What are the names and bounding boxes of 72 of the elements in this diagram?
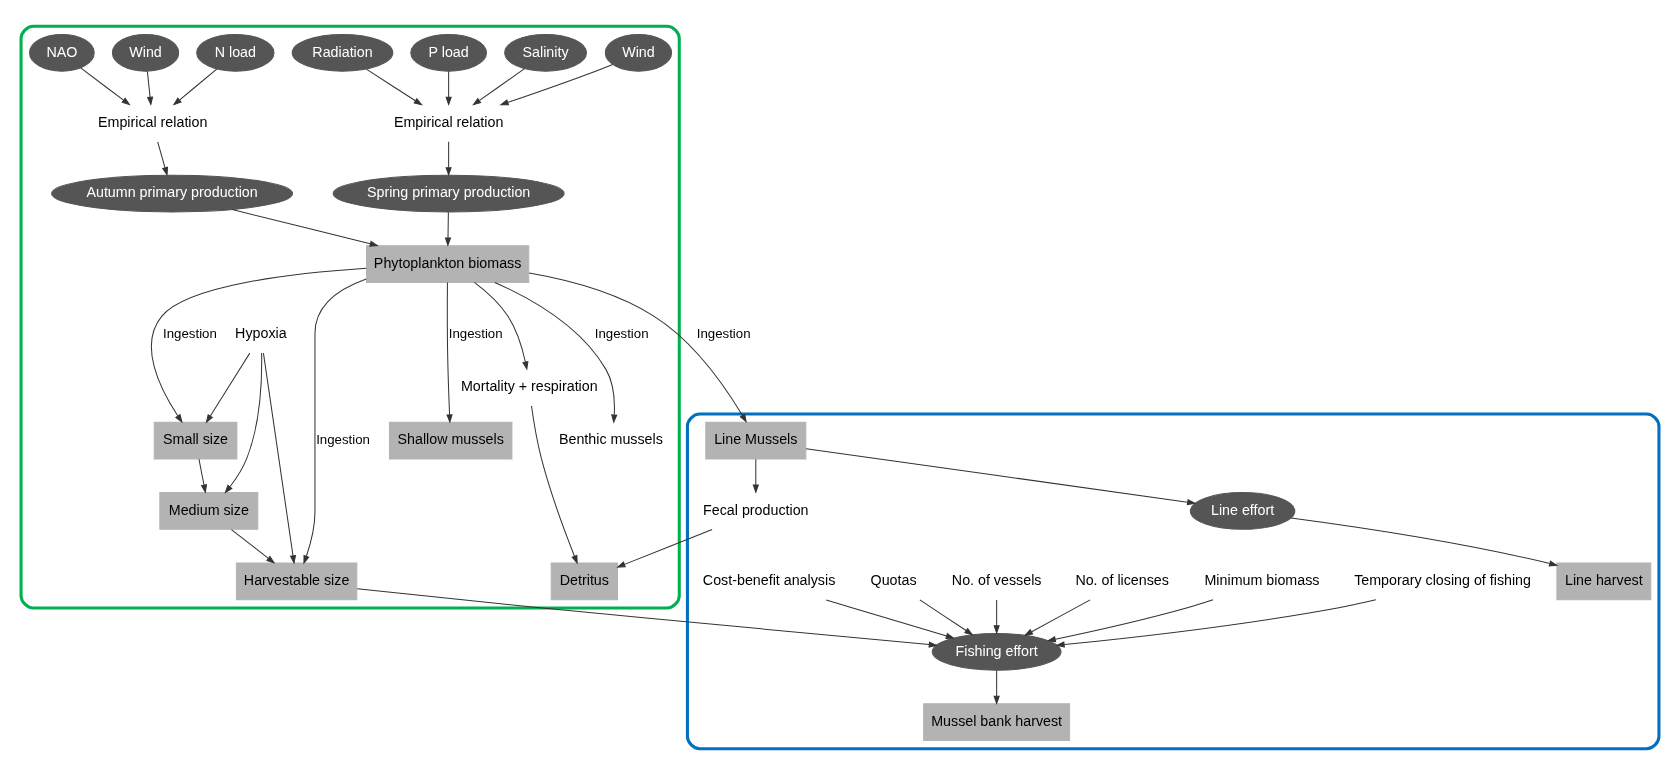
node-text: Cost-benefit analysis [702, 572, 836, 589]
edge-label: Ingestion [163, 325, 217, 341]
arrow [1046, 599, 1214, 643]
node-box: Line Mussels [705, 421, 807, 460]
node-box: Small size [153, 421, 238, 460]
node-box: Line harvest [1556, 562, 1652, 601]
node-text: Minimum biomass [1204, 572, 1320, 589]
arrow [446, 282, 453, 424]
node-ellipse: Autumn primary production [51, 174, 294, 213]
arrow [805, 448, 1197, 506]
arrow [752, 458, 760, 494]
node-text: Mortality + respiration [460, 378, 598, 395]
node-text: Hypoxia [235, 325, 287, 342]
node-text: Empirical relation [97, 113, 208, 130]
node-ellipse: Radiation [291, 33, 394, 72]
arrow [616, 528, 713, 568]
arrow [530, 405, 578, 565]
arrow [303, 278, 367, 565]
arrow [993, 669, 1000, 705]
edge-label: Ingestion [696, 325, 751, 341]
arrow [146, 70, 154, 106]
node-ellipse: NAO [29, 33, 95, 72]
arrow [993, 599, 1000, 635]
node-text: Quotas [870, 572, 917, 589]
node-text: Fecal production [703, 501, 809, 518]
arrow [499, 63, 614, 106]
arrow [472, 68, 526, 106]
node-ellipse: Wind [604, 33, 673, 72]
arrow [528, 272, 747, 424]
arrow [365, 68, 423, 106]
arrow [825, 599, 955, 639]
node-ellipse: P load [410, 33, 487, 72]
arrow [356, 588, 938, 648]
node-text: Temporary closing of fishing [1354, 572, 1532, 589]
node-ellipse: N load [196, 33, 275, 72]
arrow [445, 70, 452, 106]
arrow [224, 352, 263, 494]
node-box: Mussel bank harvest [923, 703, 1071, 742]
arrow [231, 209, 379, 247]
edge-label: Ingestion [316, 432, 370, 448]
edge-label: Ingestion [448, 325, 503, 341]
node-box: Detritus [550, 562, 619, 601]
node-box: Phytoplankton biomass [366, 245, 530, 283]
arrow [205, 352, 251, 424]
arrow [494, 281, 618, 424]
node-ellipse: Salinity [504, 33, 587, 72]
arrow [172, 68, 218, 106]
node-text: Empirical relation [393, 113, 504, 130]
node-box: Medium size [159, 492, 259, 530]
arrow [444, 211, 452, 247]
node-ellipse: Wind [111, 33, 180, 72]
node-box: Harvestable size [235, 562, 358, 601]
arrow [1290, 517, 1559, 567]
node-text: No. of licenses [1075, 572, 1169, 589]
arrow [157, 141, 169, 177]
arrow [473, 281, 529, 371]
node-ellipse: Line effort [1189, 492, 1296, 530]
node-text: No. of vessels [951, 572, 1042, 589]
arrow [445, 141, 452, 177]
arrow [919, 599, 974, 636]
node-box: Shallow mussels [388, 421, 513, 460]
edge-label: Ingestion [594, 325, 649, 341]
node-ellipse: Spring primary production [332, 174, 565, 213]
arrow [1023, 599, 1091, 636]
arrow [80, 67, 131, 106]
arrow [230, 529, 276, 564]
node-text: Benthic mussels [558, 431, 663, 448]
arrow [262, 352, 297, 565]
arrow [150, 267, 367, 424]
cluster [19, 24, 681, 610]
arrow [198, 458, 208, 494]
arrow [1055, 599, 1377, 648]
